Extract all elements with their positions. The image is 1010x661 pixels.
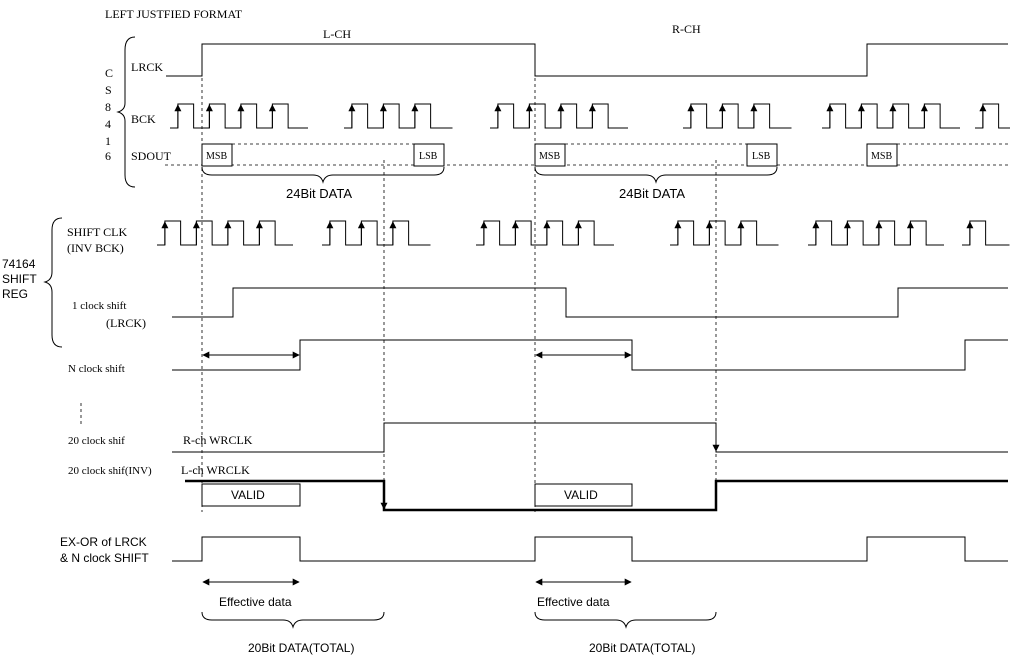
one-clock-shift-waveform: [172, 287, 1008, 318]
cs8416-letter: C: [105, 66, 113, 80]
data-20bit-brace-left: [201, 611, 385, 629]
bck-label: BCK: [131, 112, 156, 126]
shift-clk-label: SHIFT CLK: [67, 225, 127, 239]
shift-clk-segment: [322, 220, 431, 246]
msb-text: MSB: [206, 151, 227, 162]
guide-lines: [201, 48, 717, 512]
shift-clk-segment: [670, 220, 779, 246]
shift-clk-segment: [476, 220, 614, 246]
lsb-box-left: LSB: [413, 143, 445, 167]
exor-waveform: [172, 536, 1008, 562]
bck-segment: [683, 103, 792, 129]
shift-clk-segment: [962, 220, 1010, 246]
exor-label: EX-OR of LRCK: [60, 535, 147, 549]
shift-clk-sublabel: (INV BCK): [67, 241, 124, 255]
valid-text: VALID: [231, 488, 265, 502]
lrck-waveform: [166, 43, 1008, 77]
msb-text: MSB: [539, 151, 560, 162]
effective-data-label-left: Effective data: [219, 595, 292, 609]
shift-reg-label: 74164 SHIFT REG: [2, 257, 37, 301]
right-channel-label: R-CH: [672, 22, 701, 36]
l-ch-wrclk-waveform: [185, 479, 1008, 512]
valid-text: VALID: [564, 488, 598, 502]
msb-box-third: MSB: [866, 143, 898, 167]
data-20bit-label-left: 20Bit DATA(TOTAL): [248, 641, 354, 655]
cs8416-letter: 6: [105, 149, 111, 163]
data-24bit-brace-right: [534, 166, 778, 184]
shift-clk-waveform: [157, 220, 1010, 246]
lrck-label: LRCK: [131, 60, 163, 74]
msb-box-right: MSB: [534, 143, 566, 167]
bck-waveform: [170, 103, 1010, 129]
shift-reg-brace: [43, 217, 63, 348]
shift-clk-segment: [808, 220, 944, 246]
twenty-clock-shift-label: 20 clock shif: [68, 435, 125, 447]
exor-sublabel: & N clock SHIFT: [60, 551, 149, 565]
cs8416-letter: 8: [105, 100, 111, 114]
r-ch-wrclk-waveform: [172, 422, 1008, 453]
effective-data-label-right: Effective data: [537, 595, 610, 609]
r-ch-wrclk-label: R-ch WRCLK: [183, 433, 253, 447]
l-ch-wrclk-label: L-ch WRCLK: [181, 463, 250, 477]
bck-segment: [490, 103, 628, 129]
cs8416-letter: 1: [105, 134, 111, 148]
data-24bit-brace-left: [201, 166, 445, 184]
bck-segment: [975, 103, 1010, 129]
sdout-label: SDOUT: [131, 149, 172, 163]
cs8416-brace: [116, 36, 136, 188]
data-20bit-brace-right: [534, 611, 717, 629]
cs8416-letter: 4: [105, 117, 111, 131]
bck-segment: [344, 103, 453, 129]
lsb-text: LSB: [752, 151, 771, 162]
valid-box-left: VALID: [201, 483, 301, 507]
msb-box-left: MSB: [201, 143, 233, 167]
n-clock-shift-waveform: [172, 339, 1008, 371]
shift-clk-segment: [157, 220, 293, 246]
shift-reg-line: SHIFT: [2, 272, 37, 286]
cs8416-label: C S 8 4 1 6: [105, 66, 113, 163]
shift-reg-line: 74164: [2, 257, 36, 271]
one-clock-shift-label: 1 clock shift: [72, 300, 126, 312]
diagram-title: LEFT JUSTFIED FORMAT: [105, 7, 243, 21]
left-channel-label: L-CH: [323, 27, 351, 41]
one-clock-shift-sublabel: (LRCK): [106, 316, 146, 330]
valid-box-right: VALID: [534, 483, 633, 507]
data-24bit-label-right: 24Bit DATA: [619, 186, 685, 201]
n-clock-shift-label: N clock shift: [68, 363, 125, 375]
data-20bit-label-right: 20Bit DATA(TOTAL): [589, 641, 695, 655]
lsb-text: LSB: [419, 151, 438, 162]
bck-segment: [822, 103, 960, 129]
bck-segment: [170, 103, 308, 129]
msb-text: MSB: [871, 151, 892, 162]
data-24bit-label-left: 24Bit DATA: [286, 186, 352, 201]
twenty-clock-shift-inv-label: 20 clock shif(INV): [68, 465, 152, 477]
lsb-box-right: LSB: [746, 143, 778, 167]
shift-reg-line: REG: [2, 287, 28, 301]
cs8416-letter: S: [105, 83, 112, 97]
